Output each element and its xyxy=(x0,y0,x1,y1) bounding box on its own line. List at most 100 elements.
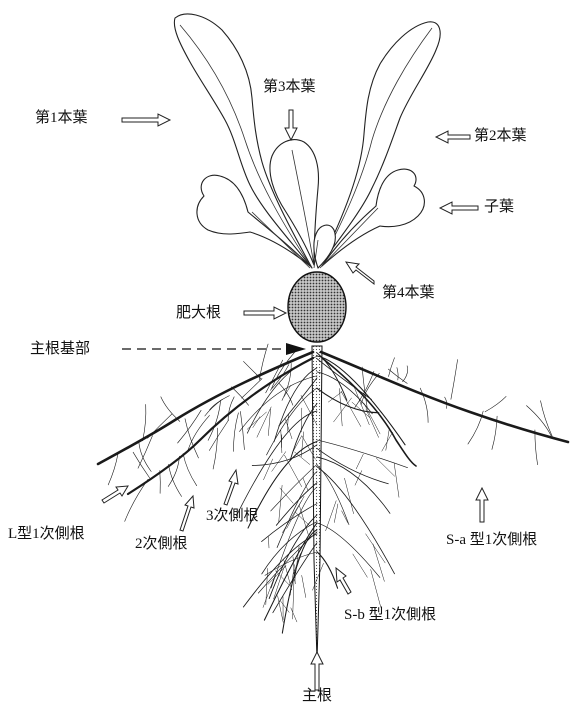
leaf-4 xyxy=(313,224,336,269)
label-taproot-base: 主根基部 xyxy=(30,341,91,357)
fine-root xyxy=(124,479,149,522)
fine-root xyxy=(177,410,202,444)
cotyledon-right xyxy=(321,168,425,267)
fine-root xyxy=(270,486,318,589)
fine-root xyxy=(281,363,292,401)
fine-root xyxy=(235,410,318,517)
fine-root xyxy=(284,417,293,440)
fine-root xyxy=(328,391,342,403)
fine-root xyxy=(167,455,180,487)
taproot-arrow xyxy=(310,650,324,691)
fine-root xyxy=(534,429,538,465)
fine-root xyxy=(283,384,292,398)
fine-root xyxy=(444,396,448,409)
fine-root xyxy=(316,448,389,485)
fine-root xyxy=(300,395,318,426)
fine-root xyxy=(316,387,380,414)
fine-root xyxy=(302,478,309,492)
fine-root xyxy=(341,510,349,524)
label-leaf-4: 第4本葉 xyxy=(382,285,435,301)
fine-root xyxy=(268,514,318,600)
fine-root xyxy=(339,388,343,427)
fine-root xyxy=(242,533,318,608)
l-type-lateral-root-left xyxy=(96,350,315,466)
leaf-1 xyxy=(173,13,313,269)
fine-root xyxy=(247,440,318,529)
label-sa-type-lateral: S-a 型1次側根 xyxy=(446,532,538,548)
fine-root xyxy=(270,463,318,512)
cotyledon-left xyxy=(196,174,311,267)
fine-root xyxy=(267,565,287,585)
fine-root xyxy=(294,545,300,582)
leaf-3 xyxy=(269,139,320,266)
fine-root xyxy=(286,413,289,432)
fine-root xyxy=(316,464,350,526)
fine-root xyxy=(316,456,391,514)
fine-root xyxy=(333,397,352,423)
fine-root xyxy=(361,366,368,409)
label-storage-root: 肥大根 xyxy=(176,305,222,321)
fine-root xyxy=(365,408,379,438)
fine-root xyxy=(351,401,371,419)
label-leaf-3: 第3本葉 xyxy=(263,79,316,95)
fine-root xyxy=(212,427,218,470)
fine-root xyxy=(360,373,380,405)
fine-root xyxy=(273,565,285,600)
fine-root xyxy=(284,454,302,487)
fine-root xyxy=(540,400,553,437)
fine-root xyxy=(264,551,318,576)
fine-root xyxy=(301,575,307,598)
fine-root xyxy=(227,396,235,421)
fine-root xyxy=(261,521,318,575)
label-leaf-2: 第2本葉 xyxy=(474,128,527,144)
fine-root xyxy=(168,464,182,497)
fine-root xyxy=(344,477,354,514)
tertiary-lateral-arrow xyxy=(223,468,239,506)
fine-root xyxy=(388,357,395,377)
fine-root xyxy=(363,402,381,435)
leaf-2 xyxy=(317,21,441,269)
fine-root xyxy=(271,351,296,389)
fine-root xyxy=(273,367,318,443)
fine-root xyxy=(340,390,362,427)
fine-root xyxy=(353,386,370,426)
fine-root xyxy=(278,377,318,427)
fine-root xyxy=(209,419,229,451)
fine-root xyxy=(325,500,337,532)
fine-root xyxy=(280,429,283,454)
fine-root xyxy=(316,522,381,578)
leaf1-arrow xyxy=(121,113,172,127)
fine-root xyxy=(280,600,290,613)
label-l-type-lateral: L型1次側根 xyxy=(8,526,85,542)
fine-root xyxy=(187,415,210,451)
fine-root xyxy=(231,386,249,406)
fine-root xyxy=(354,371,375,408)
label-arrows xyxy=(101,109,489,691)
fine-root xyxy=(263,458,273,481)
leaves xyxy=(173,13,441,269)
fine-root xyxy=(282,500,303,534)
fine-root xyxy=(484,396,507,413)
fine-root xyxy=(396,367,399,381)
taproot xyxy=(311,345,323,661)
fine-root xyxy=(450,359,458,400)
fine-root xyxy=(246,356,318,434)
fine-root xyxy=(239,375,318,432)
fine-root xyxy=(278,382,294,406)
fine-root xyxy=(292,435,303,454)
fine-root xyxy=(265,359,283,394)
fine-root xyxy=(243,361,262,380)
fine-root xyxy=(526,405,552,437)
fine-root xyxy=(182,453,197,486)
fine-root xyxy=(275,570,290,586)
fine-root xyxy=(301,435,316,460)
fine-root xyxy=(355,453,364,470)
fine-root xyxy=(316,551,339,589)
sb-type-arrow xyxy=(335,566,352,595)
fine-root xyxy=(370,569,382,608)
fine-root xyxy=(352,553,368,578)
fine-root xyxy=(312,563,324,591)
storage-root xyxy=(287,271,347,343)
fine-lateral-roots xyxy=(107,343,553,634)
